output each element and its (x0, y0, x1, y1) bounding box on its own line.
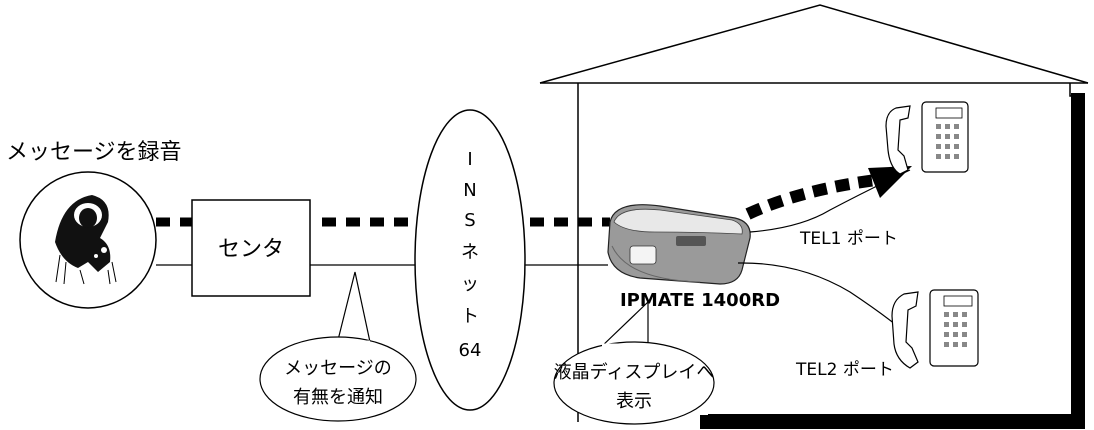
house-outline (539, 4, 1089, 429)
delivery-arrow (745, 166, 912, 220)
person-icon (55, 195, 117, 285)
center-box (191, 199, 311, 297)
notify-label-line1: メッセージの (284, 358, 392, 379)
router-device (607, 204, 751, 285)
ins-net-char: S (464, 210, 475, 231)
tel1-port-label: TEL1 ポート (799, 229, 898, 249)
center-label: センタ (218, 237, 284, 262)
ins-net-char: ト (461, 306, 479, 327)
record-message-label: メッセージを録音 (6, 140, 182, 165)
notify-label-line2: 有無を通知 (293, 387, 383, 408)
phone-icon-1 (885, 101, 969, 175)
phone-icon-2 (891, 289, 979, 369)
device-name-label: IPMATE 1400RD (620, 290, 780, 311)
display-bubble (553, 300, 715, 425)
ins-net-char: ネ (461, 242, 479, 263)
ins-net-char: I (467, 149, 472, 170)
ins-net-char: N (463, 180, 476, 201)
ins-net-ellipse (414, 109, 526, 411)
display-label-line2: 表示 (616, 391, 652, 412)
display-label-line1: 液晶ディスプレイへ (554, 362, 715, 383)
ins-net-char: 64 (459, 340, 482, 361)
ins-net-char: ッ (461, 274, 479, 295)
ins-net-label: I N S ネ ッ ト 64 (459, 149, 482, 361)
notify-bubble (259, 271, 417, 422)
tel2-port-label: TEL2 ポート (795, 360, 894, 380)
